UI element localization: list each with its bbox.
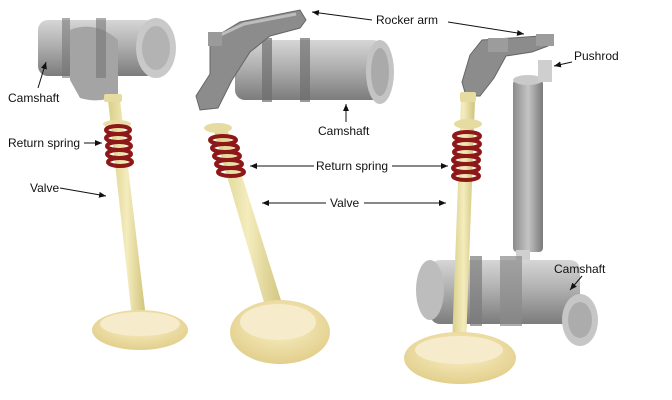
label-return-spring-left: Return spring <box>8 136 81 150</box>
right-pushrod <box>513 60 552 280</box>
label-valve-left: Valve <box>30 181 60 195</box>
right-assembly <box>404 34 598 384</box>
leader-rocker-arm-left <box>311 9 373 21</box>
left-return-spring <box>104 124 134 168</box>
leader-camshaft-right <box>569 275 583 291</box>
label-pushrod: Pushrod <box>574 49 619 63</box>
middle-rocker-arm <box>195 9 307 111</box>
label-camshaft-middle: Camshaft <box>318 124 370 138</box>
label-return-spring-middle: Return spring <box>316 159 389 173</box>
right-return-spring <box>451 130 482 182</box>
leader-camshaft-left <box>37 61 47 89</box>
leader-rocker-arm-right <box>447 21 525 36</box>
middle-valve <box>204 123 330 364</box>
leader-valve-left <box>59 187 107 198</box>
middle-camshaft <box>235 38 394 104</box>
middle-assembly <box>195 9 394 364</box>
leader-pushrod <box>553 61 573 68</box>
middle-return-spring <box>208 134 246 178</box>
right-valve <box>404 92 516 384</box>
right-rocker-arm <box>461 34 554 97</box>
left-camshaft <box>38 18 176 101</box>
left-valve <box>92 94 188 350</box>
label-valve-middle: Valve <box>330 196 360 210</box>
label-rocker-arm: Rocker arm <box>376 13 439 27</box>
left-assembly <box>38 18 188 350</box>
label-camshaft-right: Camshaft <box>554 262 606 276</box>
leader-lines <box>37 9 583 291</box>
label-camshaft-left: Camshaft <box>8 91 60 105</box>
